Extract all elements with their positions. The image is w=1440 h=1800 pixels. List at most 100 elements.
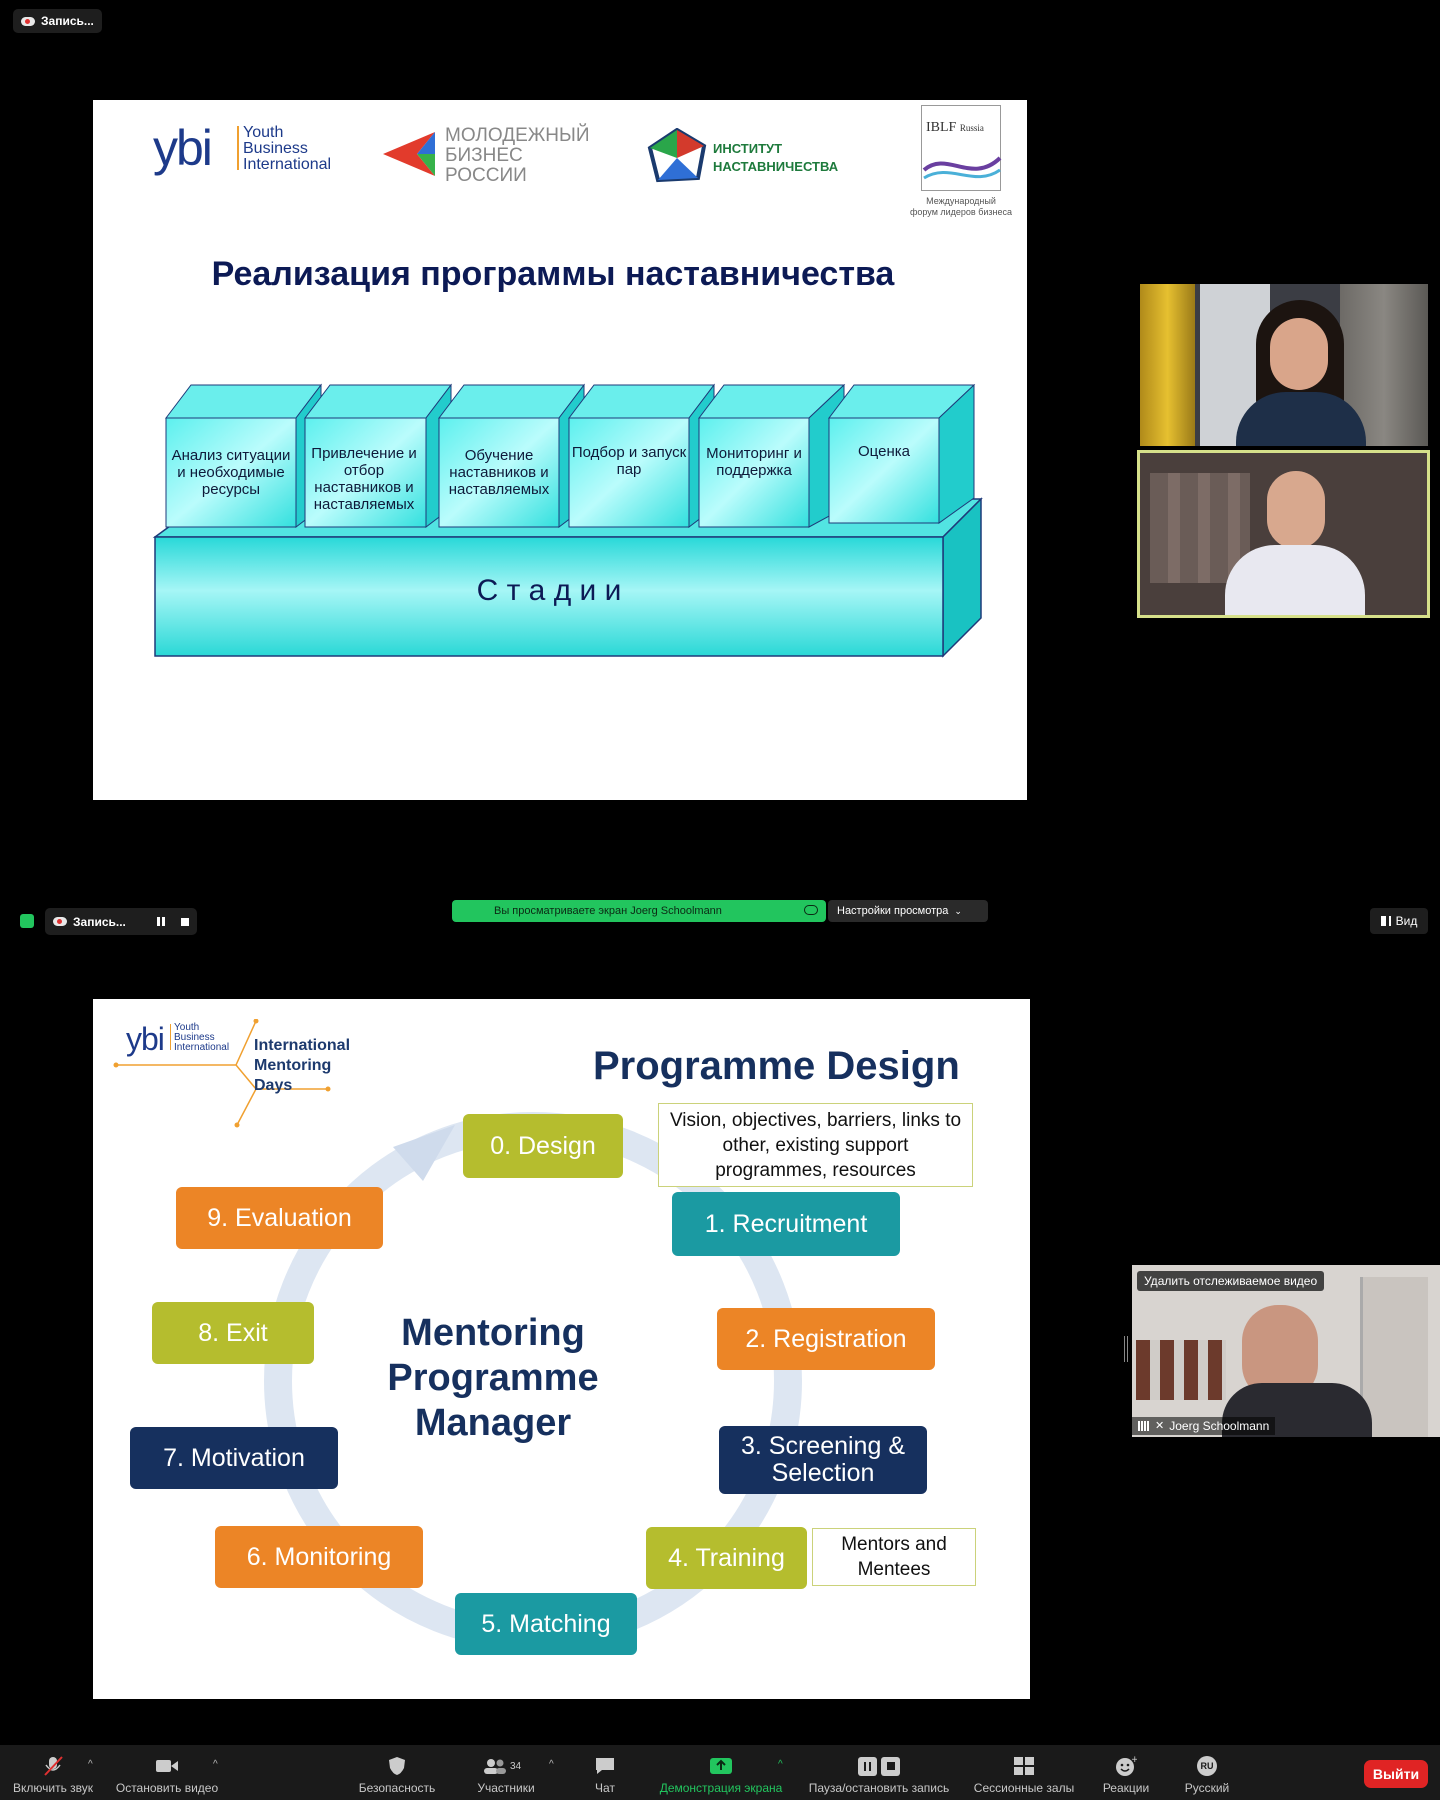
reactions-button[interactable]: + Реакции	[1096, 1745, 1156, 1800]
imd-network-lines	[113, 1019, 331, 1128]
security-shield-icon[interactable]	[20, 914, 34, 928]
stage-box-3: Обучение наставников и наставляемых	[448, 447, 550, 498]
stage-box-4: Подбор и запуск пар	[571, 444, 687, 478]
share-options-caret[interactable]: ^	[778, 1759, 783, 1770]
center-line-2: Programme	[387, 1357, 599, 1399]
video-options-caret[interactable]: ^	[213, 1759, 218, 1770]
recording-label: Запись...	[41, 14, 94, 28]
ybi-small-line-3: International	[174, 1042, 230, 1053]
note-design: Vision, objectives, barriers, links to o…	[658, 1103, 973, 1187]
ybi-line-3: International	[243, 156, 332, 173]
man-body	[1225, 545, 1365, 615]
reactions-label: Реакции	[1102, 1781, 1150, 1795]
imd-line-2: Mentoring	[254, 1057, 332, 1074]
stage-7-motivation: 7. Motivation	[130, 1427, 338, 1489]
mbr-arrow-icon	[383, 132, 435, 176]
iblf-wave-icon	[922, 156, 1002, 180]
breakout-rooms-button[interactable]: Сессионные залы	[970, 1745, 1078, 1800]
iblf-logo: IBLF Russia Международный форум лидеров …	[903, 104, 1023, 217]
language-button[interactable]: RU Русский	[1177, 1745, 1237, 1800]
cube-6	[827, 383, 976, 524]
stop-video-button[interactable]: Остановить видео	[112, 1745, 222, 1800]
man-head	[1267, 471, 1325, 549]
chat-button[interactable]: Чат	[585, 1745, 625, 1800]
share-banner-text: Вы просматриваете экран Joerg Schoolmann	[494, 905, 722, 917]
stage-5-matching: 5. Matching	[455, 1593, 637, 1655]
imd-title: International Mentoring Days	[254, 1036, 350, 1096]
screen-share-banner: Вы просматриваете экран Joerg Schoolmann	[452, 900, 826, 922]
view-button-label: Вид	[1395, 914, 1418, 928]
stage-1-recruitment: 1. Recruitment	[672, 1192, 900, 1256]
participants-label: Участники	[477, 1781, 535, 1795]
view-settings-dropdown[interactable]: Настройки просмотра ⌄	[828, 900, 988, 922]
share-screen-icon	[709, 1756, 733, 1776]
speaker-name: Joerg Schoolmann	[1169, 1419, 1270, 1433]
imd-line-3: Days	[254, 1077, 293, 1094]
view-layout-icon	[1380, 916, 1391, 926]
view-button[interactable]: Вид	[1370, 908, 1428, 934]
recording-indicator-top[interactable]: Запись...	[13, 9, 102, 33]
ybi-mark: ybi	[153, 120, 213, 176]
recording-indicator[interactable]: Запись...	[45, 908, 197, 935]
imd-line-1: International	[254, 1037, 351, 1054]
muted-microphone-icon	[41, 1756, 65, 1776]
participants-options-caret[interactable]: ^	[549, 1759, 554, 1770]
share-screen-label: Демонстрация экрана	[659, 1781, 783, 1795]
svg-text:+: +	[1131, 1755, 1137, 1765]
chat-bubble-icon	[593, 1756, 617, 1776]
pause-stop-recording-button[interactable]: Пауза/остановить запись	[803, 1745, 955, 1800]
security-button[interactable]: Безопасность	[352, 1745, 442, 1800]
tracked-video-tooltip[interactable]: Удалить отслеживаемое видео	[1137, 1271, 1325, 1291]
shared-slide-russian: ybi Youth Business International МОЛОДЕЖ…	[93, 100, 1027, 800]
iblf-caption-1: Международный	[926, 196, 996, 206]
breakout-rooms-icon	[1012, 1756, 1036, 1776]
video-camera-icon	[155, 1756, 179, 1776]
security-label: Безопасность	[358, 1781, 436, 1795]
view-settings-label: Настройки просмотра	[837, 905, 949, 917]
iblf-sub: Russia	[959, 123, 984, 133]
mbr-line-2: БИЗНЕС	[445, 145, 523, 166]
institute-line-2: НАСТАВНИЧЕСТВА	[713, 159, 839, 174]
wall-photos	[1150, 473, 1250, 583]
leave-button[interactable]: Выйти	[1364, 1760, 1428, 1788]
door-frame	[1360, 1277, 1428, 1437]
share-screen-button[interactable]: Демонстрация экрана	[652, 1745, 790, 1800]
language-globe-icon: RU	[1195, 1756, 1219, 1776]
participant-video-woman[interactable]	[1140, 284, 1428, 446]
ybi-line-2: Business	[243, 140, 308, 157]
mbr-line-1: МОЛОДЕЖНЫЙ	[445, 125, 590, 146]
language-code: RU	[1197, 1756, 1217, 1776]
chat-label: Чат	[595, 1781, 615, 1795]
stage-4-training: 4. Training	[646, 1527, 807, 1589]
stop-icon	[881, 1756, 900, 1776]
security-shield-icon	[385, 1756, 409, 1776]
slide-title: Programme Design	[593, 1044, 960, 1088]
center-line-1: Mentoring	[401, 1312, 585, 1354]
unmute-button[interactable]: Включить звук	[8, 1745, 98, 1800]
breakout-rooms-label: Сессионные залы	[973, 1781, 1075, 1795]
stop-recording-icon[interactable]	[181, 917, 189, 926]
woman-body	[1236, 392, 1366, 446]
pause-recording-icon[interactable]	[157, 917, 165, 926]
pause-icon	[858, 1756, 877, 1776]
unmute-label: Включить звук	[12, 1781, 94, 1795]
speaker-video-joerg[interactable]: Удалить отслеживаемое видео ✕ Joerg Scho…	[1132, 1265, 1440, 1437]
slide-title: Реализация программы наставничества	[211, 255, 895, 293]
audio-options-caret[interactable]: ^	[88, 1759, 93, 1770]
panel-resize-handle[interactable]	[1124, 1336, 1128, 1362]
stage-box-2: Привлечение и отбор наставников и настав…	[311, 445, 417, 513]
ybi-logo: ybi Youth Business International	[153, 122, 343, 182]
institute-line-1: ИНСТИТУТ	[713, 141, 783, 156]
ybi-small-line-2: Business	[174, 1032, 215, 1043]
language-label: Русский	[1184, 1781, 1230, 1795]
note-training: Mentors and Mentees	[812, 1528, 976, 1586]
woman-face	[1270, 318, 1328, 390]
pause-stop-icon	[857, 1756, 901, 1776]
center-line-3: Manager	[414, 1402, 572, 1444]
stage-box-6: Оценка	[858, 443, 910, 460]
participants-button[interactable]: 34 Участники	[466, 1745, 546, 1800]
participant-video-man-active[interactable]	[1137, 450, 1430, 618]
stage-2-registration: 2. Registration	[717, 1308, 935, 1370]
reactions-smiley-icon: +	[1114, 1755, 1138, 1776]
wall-photos	[1136, 1340, 1226, 1400]
